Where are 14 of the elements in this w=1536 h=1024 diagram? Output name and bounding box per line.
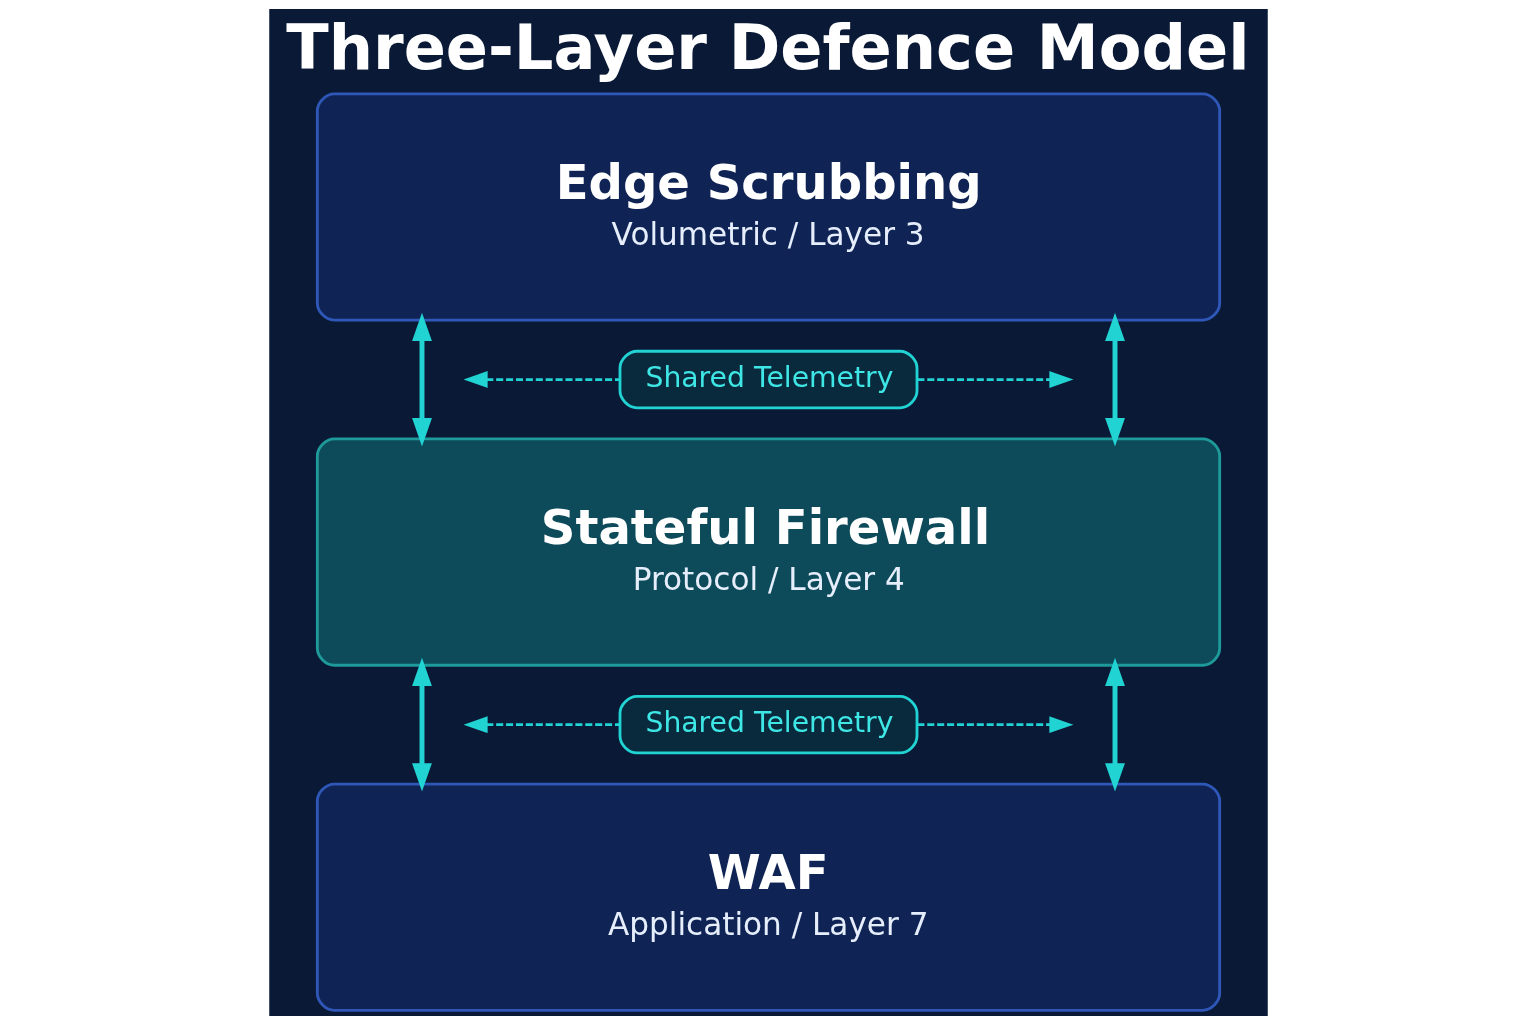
node-box: Shared Telemetry (618, 694, 918, 754)
diagram-title: Three-Layer Defence Model (285, 10, 1250, 84)
node-box: Shared Telemetry (618, 349, 918, 409)
node-box: Stateful Firewall Protocol / Layer 4 (315, 437, 1221, 667)
node-box: WAF Application / Layer 7 (315, 782, 1221, 1012)
arrow (463, 715, 620, 733)
arrow (1104, 312, 1125, 446)
arrow (463, 370, 620, 388)
node-box: Edge Scrubbing Volumetric / Layer 3 (315, 91, 1221, 322)
arrow (1104, 657, 1125, 792)
arrow (411, 657, 432, 792)
arrow (916, 370, 1073, 388)
arrow (916, 715, 1073, 733)
arrow (411, 312, 432, 446)
